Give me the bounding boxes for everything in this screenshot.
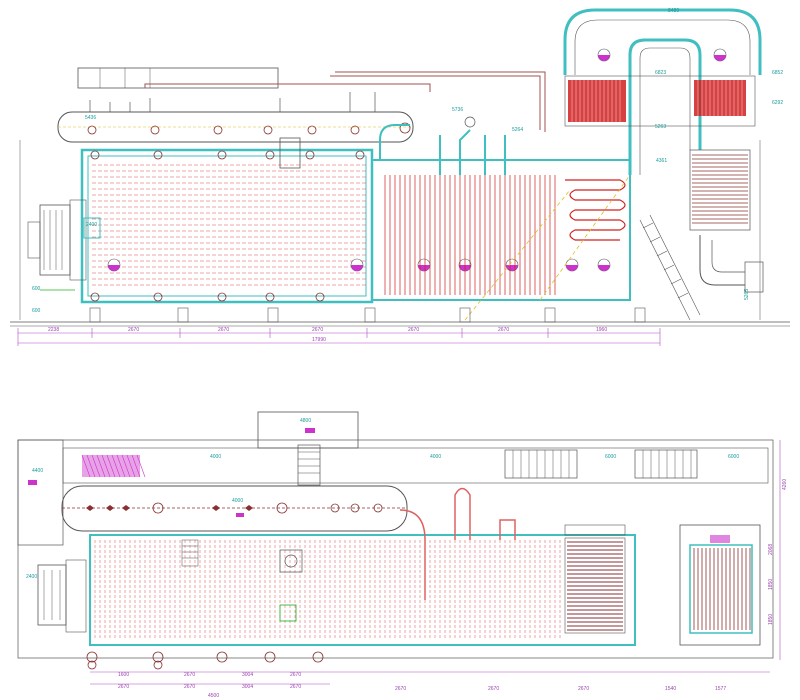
plan-tubes: [94, 540, 561, 640]
label-6823: 6823: [655, 70, 666, 76]
convection-plan-bank: [564, 537, 626, 634]
label-5263: 5263: [655, 124, 666, 130]
platform-outline: [17, 439, 774, 659]
preheater-bank-right: [694, 80, 746, 116]
steam-drum-plan: [61, 485, 408, 532]
label-5264: 5264: [512, 127, 523, 133]
ldim-r2-3: 2670: [290, 684, 301, 690]
label-2400-lower: 2400: [26, 574, 37, 580]
rdim-3: 1850: [768, 614, 774, 625]
drum-nozzles: [87, 122, 411, 135]
upper-elevation-view: 5436 2400: [10, 8, 790, 346]
label-6852: 6852: [772, 70, 783, 76]
ldim-right-4: 1577: [715, 686, 726, 692]
rdim-1: 2068: [768, 544, 774, 555]
label-600-b: 600: [32, 308, 41, 314]
ldim-right-0: 2670: [395, 686, 406, 692]
header-label-0: 4000: [210, 454, 221, 460]
upper-dim-5: 2670: [498, 327, 509, 333]
access-stairs: [639, 214, 701, 321]
upper-dim-1: 2670: [128, 327, 139, 333]
label-8480: 8480: [668, 8, 679, 14]
furnace-plan: [89, 534, 636, 646]
label-4800: 4800: [300, 418, 311, 424]
flue-gooseneck: [563, 8, 762, 75]
convection-casing: [371, 159, 631, 301]
preheater-plan: [679, 524, 761, 646]
label-6292: 6292: [772, 100, 783, 106]
header-label-3: 6000: [605, 454, 616, 460]
bottom-headers: [86, 651, 324, 670]
header-label-1: 4000: [430, 454, 441, 460]
ldim-r1-3: 2670: [290, 672, 301, 678]
label-2400-upper: 2400: [86, 222, 97, 228]
serpentine-coil: [565, 179, 626, 241]
ldim-right-1: 2670: [488, 686, 499, 692]
upper-dimension-chain: 2238 2670 2670 2670 2670 2670 1960 17990: [17, 327, 661, 346]
ldim-r2-0: 2670: [118, 684, 129, 690]
roof-box: [77, 67, 279, 89]
upper-total-length: 17990: [312, 337, 326, 343]
upper-dim-0: 2238: [48, 327, 59, 333]
label-5436: 5436: [85, 115, 96, 121]
upper-dim-3: 2670: [312, 327, 323, 333]
ldim-total: 4500: [208, 693, 219, 699]
ldim-r1-2: 3004: [242, 672, 253, 678]
lower-plan-view: 4800 4400 4000 4000 6000 6000: [17, 411, 788, 699]
header-label-4: 6000: [728, 454, 739, 460]
economizer-bank: [689, 149, 751, 231]
label-600-a: 600: [32, 286, 41, 292]
ldim-right-2: 2670: [578, 686, 589, 692]
furnace-tubes: [92, 164, 368, 286]
rdim-2: 1850: [768, 579, 774, 590]
upper-dim-6: 1960: [596, 327, 607, 333]
label-4000-drum: 4000: [232, 498, 243, 504]
ldim-r1-1: 2670: [184, 672, 195, 678]
label-5736: 5736: [452, 107, 463, 113]
furnace-headers: [90, 150, 365, 302]
ldim-right-3: 1540: [665, 686, 676, 692]
convection-tubes: [384, 175, 556, 295]
ldim-r1-0: 1600: [118, 672, 129, 678]
lower-dimension-chain: 1600 2670 3004 2670 2670 2670 3004 2670 …: [90, 671, 770, 699]
label-5265: 5265: [744, 289, 750, 300]
upper-dim-4: 2670: [408, 327, 419, 333]
rdim-0: 4260: [782, 479, 788, 490]
label-4400: 4400: [32, 468, 43, 474]
ldim-r2-1: 2670: [184, 684, 195, 690]
preheater-bank-left: [568, 80, 626, 122]
ldim-r2-2: 3004: [242, 684, 253, 690]
label-4361: 4361: [656, 158, 667, 164]
upper-dim-2: 2670: [218, 327, 229, 333]
